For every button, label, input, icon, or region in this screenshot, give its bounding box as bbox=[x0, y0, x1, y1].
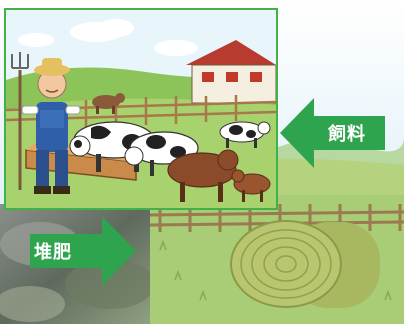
dairy-farm-illustration bbox=[4, 8, 278, 210]
manure-arrow: 堆肥 bbox=[30, 216, 136, 286]
arrow-left-icon bbox=[280, 98, 385, 168]
feed-label: 飼料 bbox=[328, 124, 366, 145]
brown-cow-icon bbox=[167, 149, 239, 202]
feed-arrow: 飼料 bbox=[280, 98, 385, 168]
barn-icon bbox=[186, 40, 276, 104]
manure-label: 堆肥 bbox=[34, 242, 72, 263]
arrow-right-icon bbox=[30, 216, 136, 286]
hay-bale-icon bbox=[230, 220, 380, 308]
calf-icon bbox=[231, 169, 271, 202]
cow-right-icon bbox=[219, 121, 271, 148]
small-cow-icon bbox=[92, 93, 125, 114]
farmer-icon bbox=[11, 52, 81, 194]
farm-scene bbox=[6, 10, 276, 208]
